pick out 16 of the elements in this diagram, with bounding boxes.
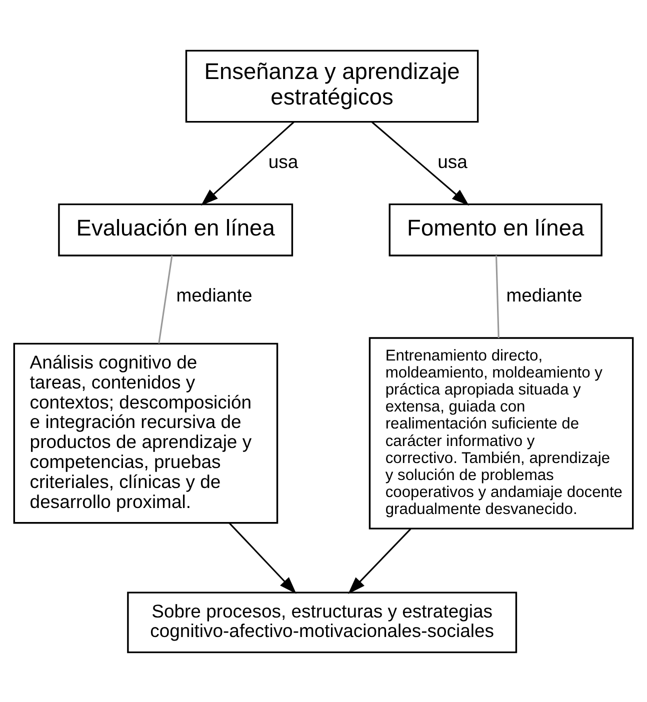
node-box: Enseñanza y aprendizaje estratégicos (185, 49, 479, 122)
arrow (228, 522, 296, 594)
node-box: Sobre procesos, estructuras y estrategias cognitivo-afectivo-motivacionales-sociales (127, 591, 518, 653)
arrow (348, 528, 412, 594)
edge-label: mediante (506, 284, 582, 306)
arrow (372, 121, 470, 206)
node-box: Análisis cognitivo de tareas, contenidos y contextos; descomposición e integración recursiva de productos de aprendizaje y competencias, pruebas criteriales, clínicas y de desarrollo proximal. (13, 342, 278, 524)
edge-label: usa (438, 150, 468, 172)
edge-label: mediante (176, 284, 252, 306)
arrow (200, 121, 294, 206)
node-box: Evaluación en línea (58, 202, 294, 256)
node-box: Fomento en línea (388, 202, 602, 256)
connector (496, 254, 500, 338)
edge-label: usa (268, 150, 298, 172)
connector (158, 254, 173, 344)
node-box: Entrenamiento directo, moldeamiento, moldeamiento y práctica apropiada situada y extensa, guiada con realimentación suficiente de carácter informativo y correctivo. También, aprendizaje y solución de problemas cooperativos y andamiaje docente gradualmente desvanecido. (368, 336, 634, 529)
